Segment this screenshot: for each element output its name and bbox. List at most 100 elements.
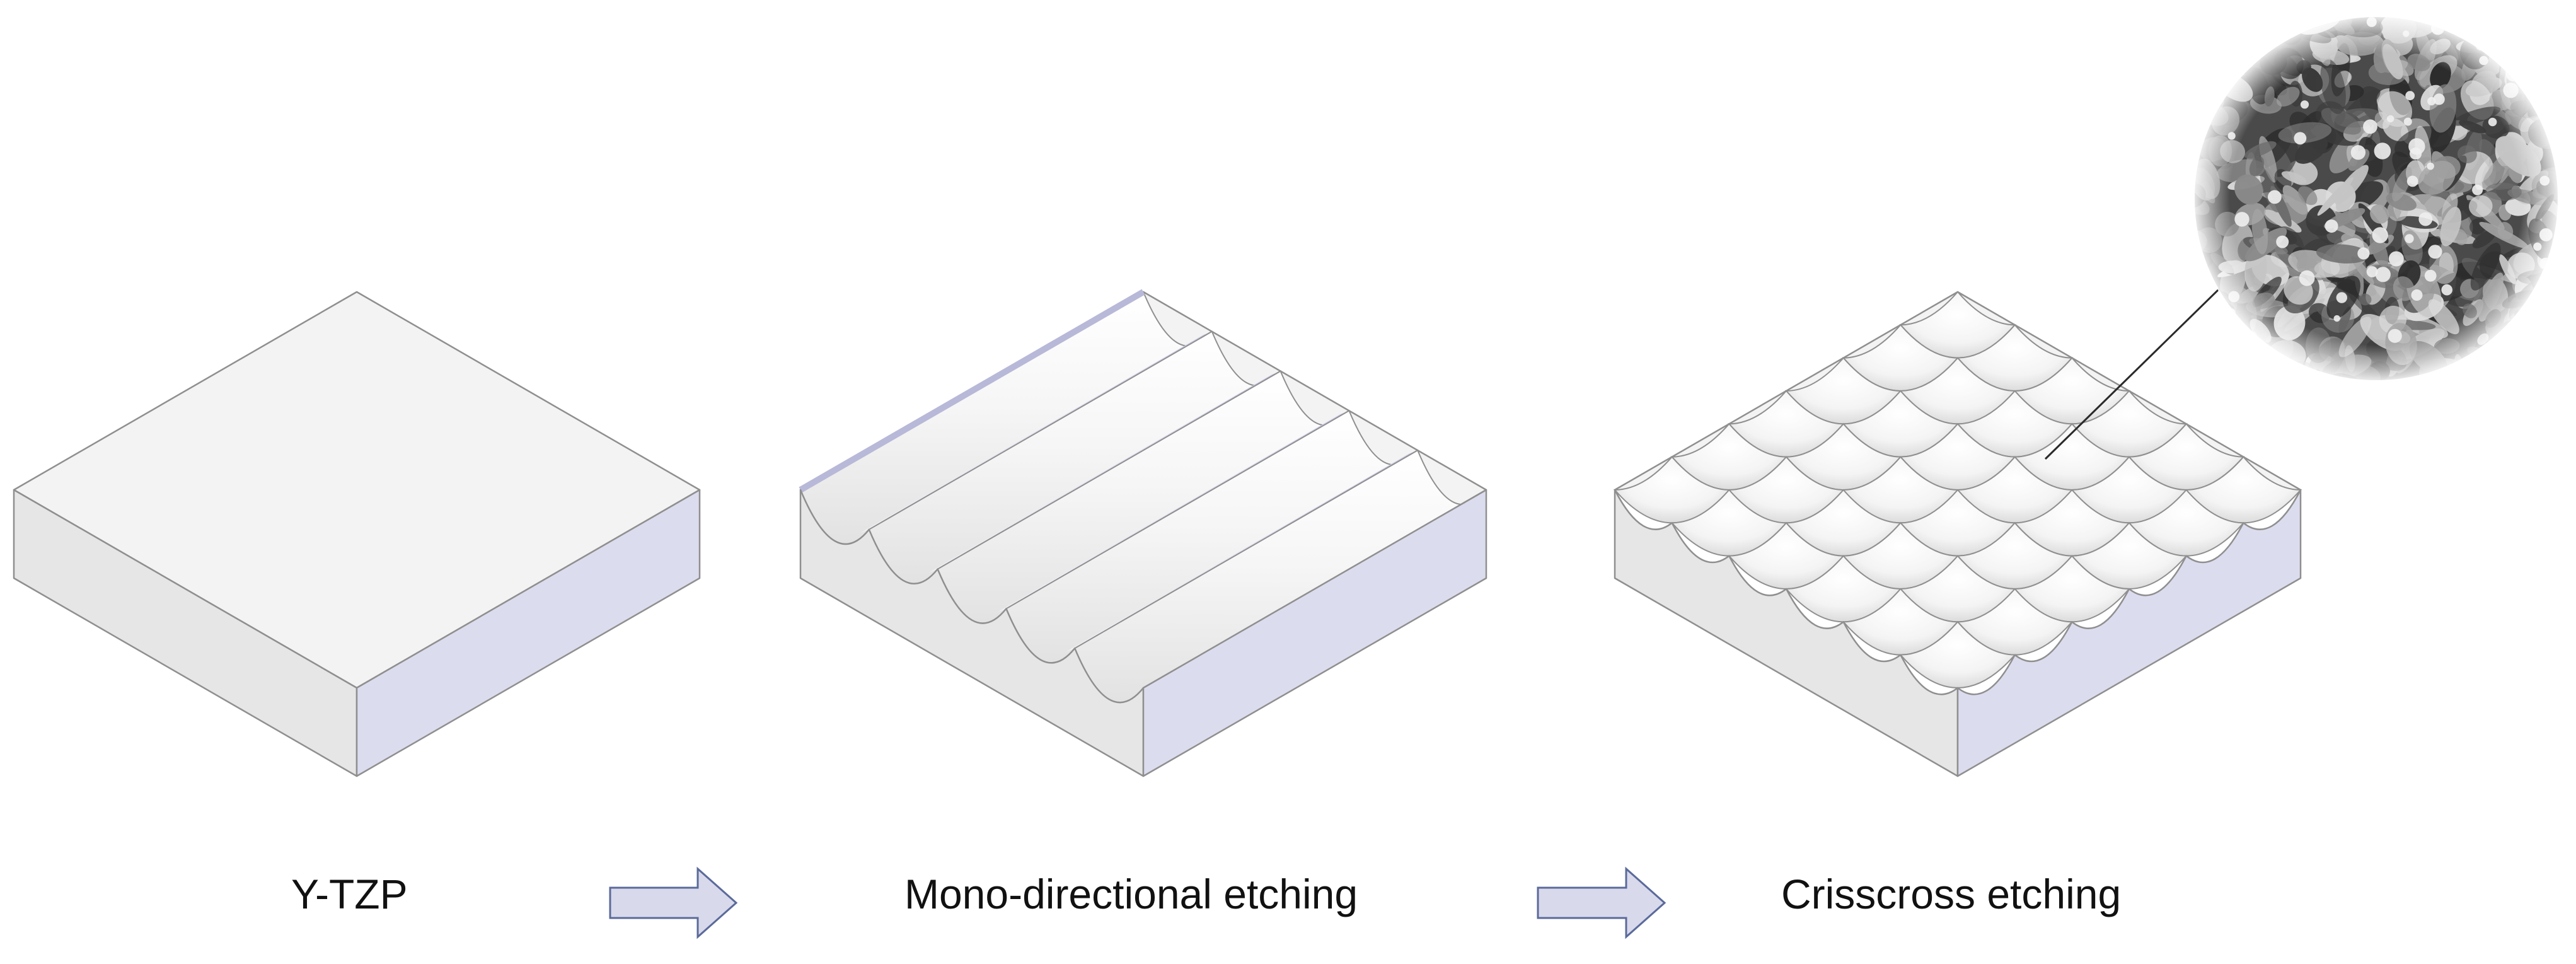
right-arrow-icon (609, 866, 738, 939)
sem-grain (2198, 311, 2217, 323)
sem-highlight (2553, 261, 2558, 271)
sem-grain (2512, 352, 2534, 380)
sem-grain (2493, 344, 2519, 380)
sem-highlight (2195, 122, 2201, 137)
sem-highlight (2458, 364, 2465, 371)
sem-grain (2225, 17, 2254, 43)
sem-grain (2214, 312, 2232, 335)
stage-label-crisscross: Crisscross etching (1781, 871, 2122, 917)
sem-grain (2511, 22, 2555, 44)
block3-left-face (1614, 489, 1959, 777)
sem-grain (2486, 359, 2510, 380)
sem-grain (2541, 81, 2558, 113)
sem-inset-fade (2193, 16, 2559, 381)
sem-grain (2519, 50, 2548, 93)
stage-label-ytzp: Y-TZP (291, 871, 408, 917)
sem-grain (2523, 17, 2544, 25)
sem-grain (2532, 17, 2558, 35)
sem-grain (2222, 17, 2239, 52)
sem-grain (2195, 105, 2200, 137)
sem-grain (2528, 361, 2558, 380)
sem-grain (2195, 342, 2203, 363)
sem-grain (2548, 21, 2558, 38)
ytzp-block (13, 291, 701, 777)
sem-grain (2202, 315, 2226, 361)
sem-grain (2250, 364, 2272, 380)
crisscross-dimples (1613, 291, 2302, 689)
sem-grain (2215, 65, 2227, 91)
sem-grain (2519, 349, 2558, 380)
sem-grain (2202, 23, 2226, 40)
block1-right-face (355, 489, 701, 777)
sem-highlight (2521, 47, 2531, 56)
parallel-grooves (799, 289, 1487, 704)
sem-grain (2509, 339, 2533, 363)
crisscross-etched-block (1613, 291, 2302, 777)
stage-label-mono-directional: Mono-directional etching (904, 871, 1358, 917)
sem-grain (2498, 23, 2538, 41)
block2-left-face (799, 489, 1145, 777)
sem-highlight (2535, 73, 2546, 83)
sem-grain (2521, 17, 2539, 25)
sem-highlight (2512, 348, 2523, 359)
sem-grain (2195, 335, 2232, 367)
sem-highlight (2214, 336, 2222, 345)
sem-grain (2195, 17, 2218, 49)
back-ridge (799, 289, 1145, 493)
sem-grain (2532, 77, 2546, 95)
sem-grain (2499, 340, 2524, 368)
sem-grain (2195, 51, 2219, 74)
sem-grain (2517, 322, 2558, 350)
sem-highlight (2239, 50, 2248, 59)
sem-grain (2195, 84, 2216, 108)
sem-grain (2492, 17, 2527, 28)
sem-grain (2533, 308, 2547, 320)
sem-grain (2195, 40, 2224, 88)
sem-grain (2195, 362, 2200, 376)
sem-grain (2513, 62, 2558, 76)
sem-grain (2475, 366, 2492, 380)
sem-grain (2195, 298, 2218, 327)
sem-grain (2229, 361, 2244, 376)
sem-grain (2471, 17, 2498, 45)
block3-right-face (1956, 489, 2302, 777)
sem-highlight (2248, 353, 2263, 369)
sem-grain (2224, 43, 2243, 56)
sem-highlight (2522, 18, 2531, 27)
sem-grain (2531, 40, 2555, 64)
sem-grain (2197, 301, 2220, 346)
sem-grain (2195, 293, 2211, 330)
sem-grain (2195, 17, 2217, 48)
block2-right-face (1142, 489, 1487, 777)
sem-grain (2512, 351, 2527, 377)
sem-highlight (2550, 243, 2558, 261)
sem-grain (2518, 329, 2558, 359)
sem-highlight (2245, 368, 2262, 380)
sem-micrograph-inset (2193, 16, 2559, 381)
sem-grain (2234, 17, 2265, 38)
sem-grain (2470, 17, 2509, 30)
sem-grain (2538, 77, 2558, 102)
sem-grain (2200, 17, 2226, 30)
sem-grain (2195, 352, 2210, 364)
sem-highlight (2436, 373, 2447, 380)
sem-grain (2521, 366, 2558, 376)
zoom-leader-line (2044, 264, 2245, 460)
sem-grain (2529, 325, 2558, 357)
sem-highlight (2291, 369, 2299, 376)
sem-grain (2195, 49, 2209, 67)
sem-grain (2530, 53, 2551, 76)
mono-etched-block (799, 289, 1487, 777)
sem-grain (2500, 336, 2526, 355)
sem-grain (2516, 313, 2551, 342)
sem-grain (2511, 354, 2544, 380)
sem-grain (2217, 19, 2232, 46)
sem-grain (2444, 17, 2472, 30)
sem-grain (2211, 353, 2260, 380)
sem-grain (2195, 329, 2218, 370)
sem-grain (2539, 306, 2558, 332)
sem-highlight (2519, 370, 2527, 378)
sem-grain (2494, 340, 2540, 356)
sem-grain (2229, 351, 2254, 380)
